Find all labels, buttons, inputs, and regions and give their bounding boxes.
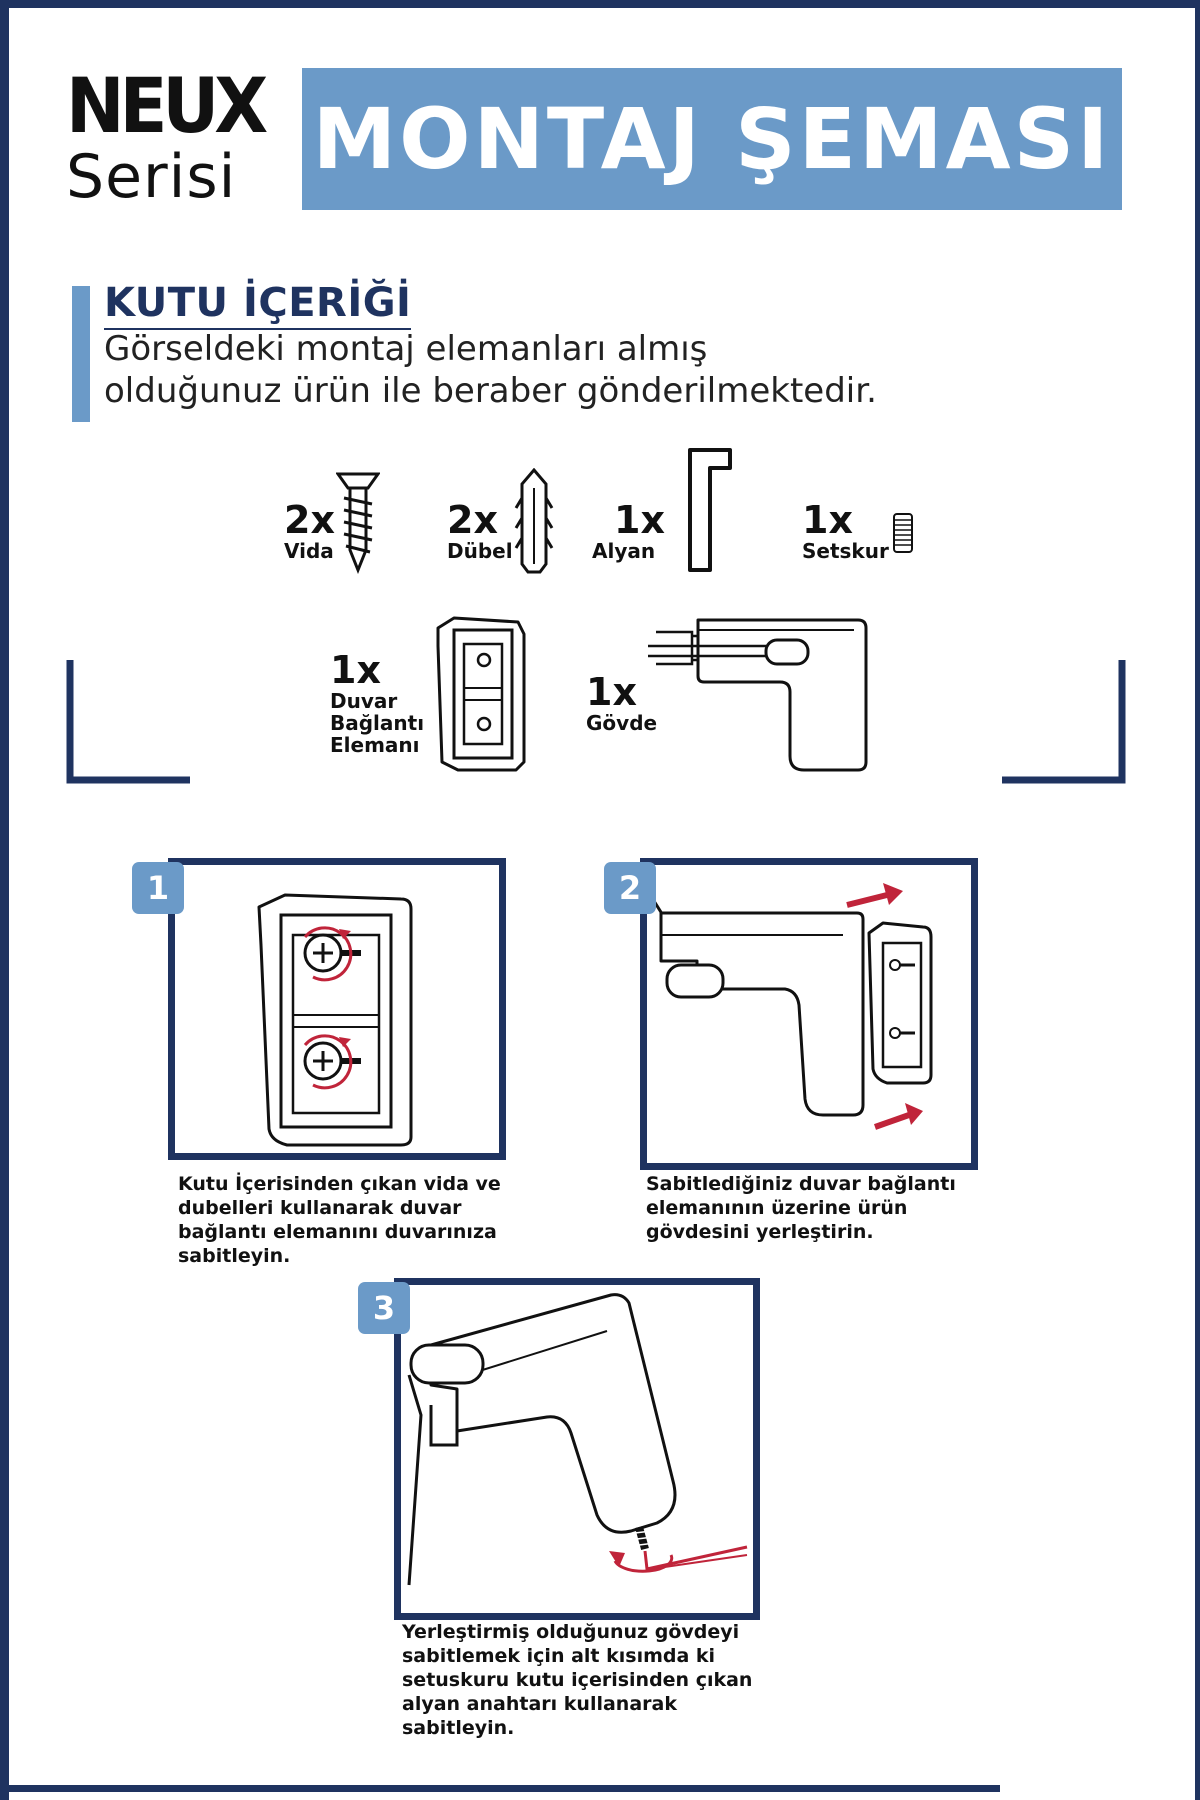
item-label-line-1: Duvar	[330, 689, 398, 713]
screw-icon	[336, 472, 380, 574]
kutu-accent-bar	[72, 286, 90, 422]
step-1-badge: 1	[132, 862, 184, 914]
step-3-text: Yerleştirmiş olduğunuz gövdeyi sabitleme…	[402, 1620, 802, 1740]
item-vida: 2x Vida	[284, 500, 335, 562]
item-label: Alyan	[592, 539, 656, 563]
item-label-line-2: Bağlantı	[330, 711, 425, 735]
corner-bracket-left	[66, 660, 190, 784]
step-1-illustration	[257, 893, 413, 1147]
item-label: Vida	[284, 539, 334, 563]
step-text-line: gövdesini yerleştirin.	[646, 1221, 874, 1243]
step-1-text: Kutu İçerisinden çıkan vida ve dubelleri…	[178, 1172, 538, 1268]
step-3-illustration-box	[394, 1278, 760, 1620]
wall-plug-icon	[514, 468, 554, 574]
step-text-line: Yerleştirmiş olduğunuz gövdeyi	[402, 1621, 740, 1643]
step-text-line: Kutu İçerisinden çıkan vida ve	[178, 1173, 501, 1195]
kutu-description-line-1: Görseldeki montaj elemanları almış	[104, 329, 708, 369]
step-text-line: alyan anahtarı kullanarak	[402, 1693, 677, 1715]
frame-bottom-border	[0, 1785, 1000, 1792]
item-label-line-3: Elemanı	[330, 733, 420, 757]
item-label: Gövde	[586, 711, 658, 735]
item-qty: 2x	[284, 498, 335, 542]
corner-bracket-right	[1002, 660, 1126, 784]
step-text-line: sabitleyin.	[178, 1245, 291, 1267]
kutu-description-line-2: olduğunuz ürün ile beraber gönderilmekte…	[104, 371, 877, 411]
item-qty: 2x	[447, 498, 498, 542]
brand-series: Serisi	[66, 142, 237, 212]
bracket-body-icon	[648, 618, 868, 772]
step-2-illustration-box	[640, 858, 978, 1170]
kutu-description: Görseldeki montaj elemanları almış olduğ…	[104, 328, 1004, 412]
step-1-illustration-box	[168, 858, 506, 1160]
step-text-line: setuskuru kutu içerisinden çıkan	[402, 1669, 753, 1691]
step-2-badge: 2	[604, 862, 656, 914]
step-text-line: elemanının üzerine ürün	[646, 1197, 908, 1219]
step-3-badge: 3	[358, 1282, 410, 1334]
frame-top-border	[0, 0, 1200, 8]
brand-name: NEUX	[66, 61, 268, 151]
frame-right-border	[1195, 0, 1200, 1800]
item-qty: 1x	[802, 498, 853, 542]
step-text-line: sabitlemek için alt kısımda ki	[402, 1645, 716, 1667]
item-label: Setskur	[802, 539, 889, 563]
set-screw-icon	[893, 513, 913, 553]
allen-key-icon	[688, 448, 732, 572]
item-qty: 1x	[614, 498, 665, 542]
item-govde: 1x Gövde	[586, 672, 657, 734]
step-text-line: bağlantı elemanını duvarınıza	[178, 1221, 497, 1243]
item-duvar-baglanti: 1x Duvar Bağlantı Elemanı	[330, 650, 424, 756]
step-text-line: Sabitlediğiniz duvar bağlantı	[646, 1173, 956, 1195]
page-title: MONTAJ ŞEMASI	[312, 90, 1112, 188]
item-setskur: 1x Setskur	[802, 500, 889, 562]
step-text-line: sabitleyin.	[402, 1717, 515, 1739]
item-qty: 1x	[586, 670, 637, 714]
item-alyan: 1x Alyan	[592, 500, 665, 562]
title-banner: MONTAJ ŞEMASI	[302, 68, 1122, 210]
brand-logo: NEUX Serisi	[66, 61, 268, 212]
item-label: Dübel	[447, 539, 513, 563]
item-dubel: 2x Dübel	[447, 500, 513, 562]
step-3-illustration	[407, 1293, 748, 1586]
kutu-heading: KUTU İÇERİĞİ	[104, 280, 412, 330]
frame-left-border	[0, 0, 9, 1800]
step-text-line: dubelleri kullanarak duvar	[178, 1197, 462, 1219]
item-qty: 1x	[330, 648, 381, 692]
step-2-illustration	[647, 883, 933, 1130]
step-2-text: Sabitlediğiniz duvar bağlantı elemanının…	[646, 1172, 1026, 1244]
wall-bracket-icon	[436, 616, 526, 772]
